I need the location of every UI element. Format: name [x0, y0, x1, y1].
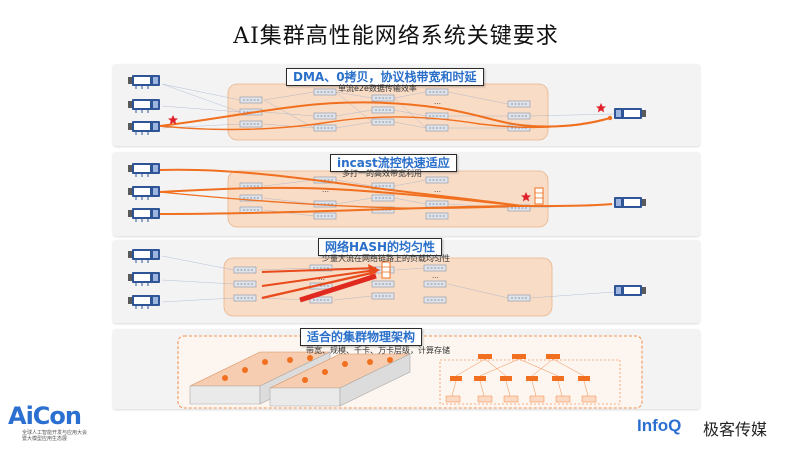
clos-tree [439, 354, 621, 405]
aicon-logo: AiCon [8, 402, 82, 430]
queue-icon [534, 187, 544, 205]
queue-icon [381, 261, 391, 279]
svg-text:…: … [434, 186, 441, 194]
pod-right [269, 353, 411, 407]
panel-2-heading: incast流控快速适应 [330, 154, 457, 172]
panel-4-architecture [177, 335, 643, 409]
panel-3-topology: … … [127, 248, 646, 317]
panel-4-heading: 适合的集群物理架构 [300, 328, 423, 346]
aicon-logo-subtitle: 全球人工智能开发与应用大会 暨大模型应用生态展 [22, 430, 88, 442]
panel-2-subheading: 多打一的高效带宽利用 [342, 169, 422, 178]
panel-4-subheading: 带宽、规模、千卡、万卡层级，计算存储 [306, 346, 450, 355]
panel-1-subheading: 单流e2e数据传输效率 [338, 84, 417, 93]
svg-text:…: … [432, 272, 439, 280]
panel-3-heading: 网络HASH的均匀性 [318, 238, 443, 256]
svg-text:…: … [322, 98, 329, 106]
infoq-logo: InfoQ [637, 416, 682, 435]
geek-media-logo: 极客传媒 [703, 420, 768, 439]
svg-text:…: … [434, 98, 441, 106]
panel-3-subheading: 少量大流在网络链路上的负载均匀性 [322, 254, 450, 263]
svg-text:…: … [322, 186, 329, 194]
panel-1-heading: DMA、0拷贝，协议栈带宽和时延 [286, 68, 484, 86]
page-title: AI集群高性能网络系统关键要求 [233, 24, 559, 49]
